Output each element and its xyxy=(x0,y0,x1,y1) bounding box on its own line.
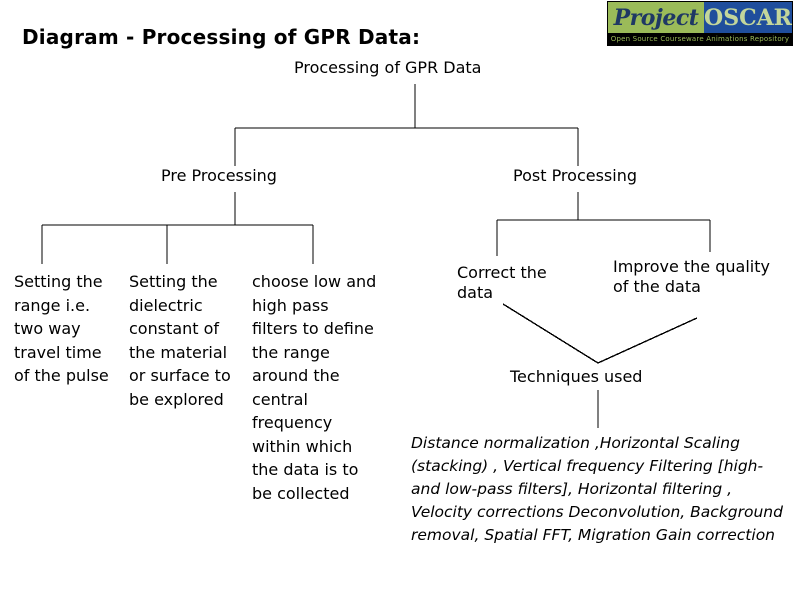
logo-green-panel: Project xyxy=(608,2,704,33)
logo-main-band: Project OSCAR xyxy=(608,2,792,33)
node-techniques-used: Techniques used xyxy=(510,367,643,386)
leaf-setting-range: Setting the range i.e. two way travel ti… xyxy=(14,272,109,386)
node-root: Processing of GPR Data xyxy=(294,58,482,77)
logo-tagline-text: Open Source Courseware Animations Reposi… xyxy=(608,33,792,45)
node-correct-the-data: Correct the data xyxy=(457,263,547,302)
node-pre-processing: Pre Processing xyxy=(161,166,277,185)
logo-project-text: Project xyxy=(613,4,699,31)
page-title: Diagram - Processing of GPR Data: xyxy=(22,25,421,49)
techniques-used-list: Distance normalization ,Horizontal Scali… xyxy=(411,434,783,544)
leaf-setting-dielectric: Setting the dielectric constant of the m… xyxy=(129,272,231,409)
logo-oscar-text: OSCAR xyxy=(704,4,792,31)
node-post-processing: Post Processing xyxy=(513,166,637,185)
logo-blue-panel: OSCAR xyxy=(704,2,792,33)
project-oscar-logo: Project OSCAR Open Source Courseware Ani… xyxy=(607,1,793,46)
node-improve-quality: Improve the quality of the data xyxy=(613,257,770,296)
leaf-choose-filters: choose low and high pass filters to defi… xyxy=(252,272,377,503)
